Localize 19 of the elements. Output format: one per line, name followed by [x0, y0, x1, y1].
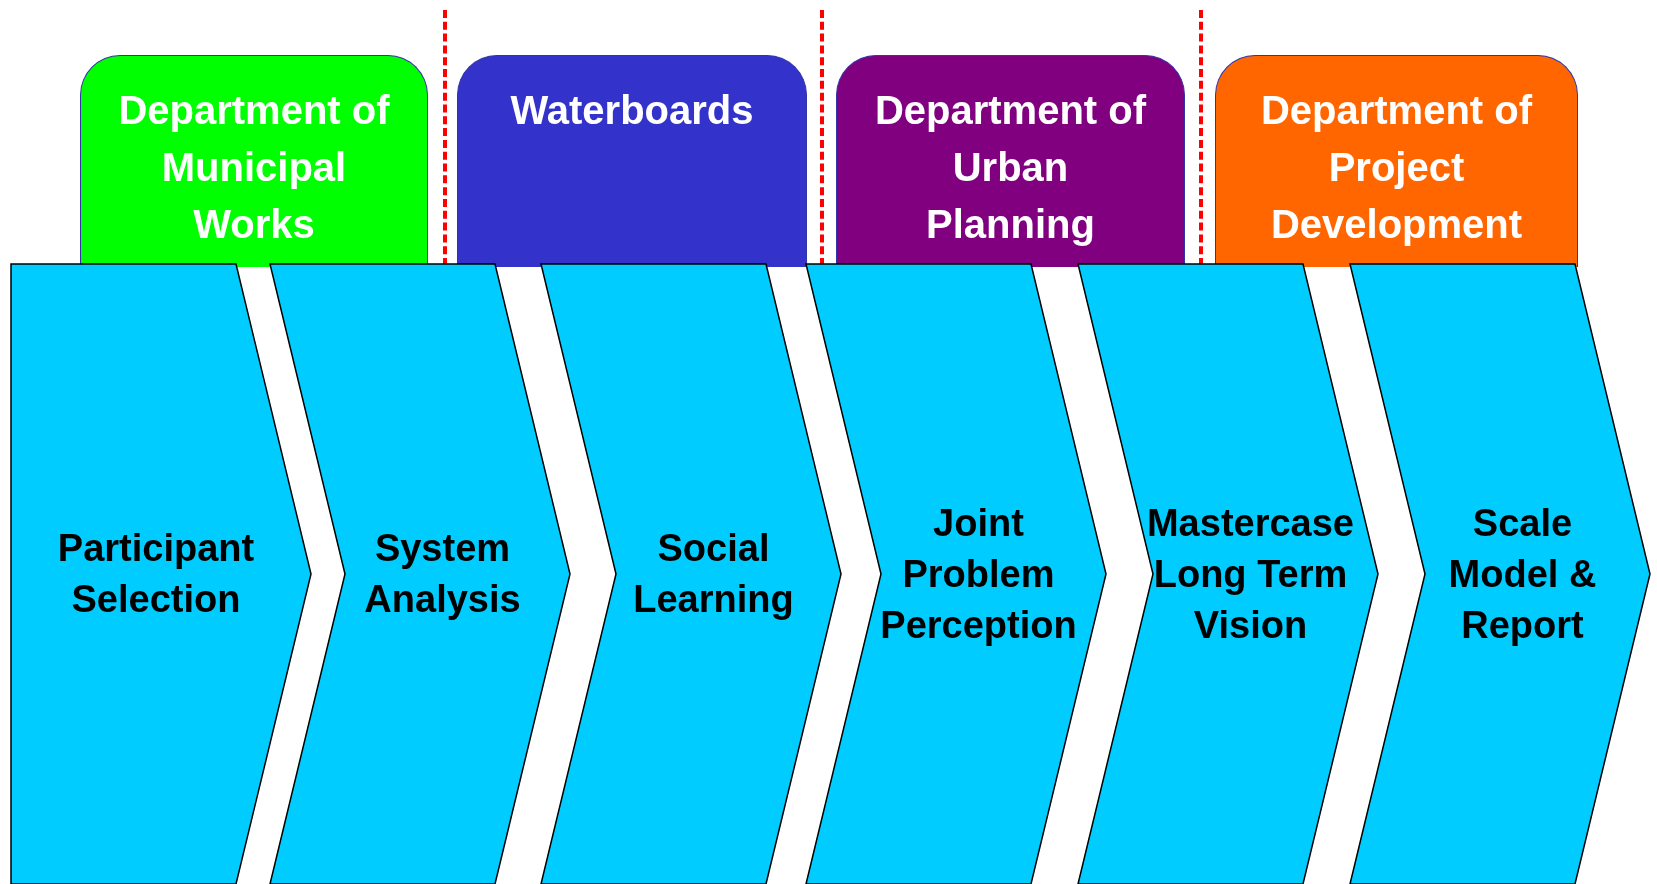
- department-title: Department of Project Development: [1259, 87, 1534, 248]
- process-step: [270, 264, 570, 884]
- process-step: [11, 264, 311, 884]
- department-tab: [80, 55, 428, 267]
- process-step: [1078, 264, 1378, 884]
- step-label: Social Learning: [632, 526, 795, 622]
- step-label: Participant Selection: [56, 526, 256, 622]
- step-label: Mastercase Long Term Vision: [1145, 500, 1355, 648]
- department-title: Department of Municipal Works: [117, 87, 391, 248]
- step-label: Scale Model & Report: [1447, 500, 1598, 648]
- process-step: [541, 264, 841, 884]
- department-tab: [1215, 55, 1578, 267]
- department-title: Waterboards: [509, 87, 755, 134]
- step-label: Joint Problem Perception: [879, 500, 1078, 648]
- department-tab: [457, 55, 807, 267]
- step-label: System Analysis: [363, 526, 522, 622]
- process-step: [806, 264, 1106, 884]
- department-tab: [836, 55, 1185, 267]
- department-title: Department of Urban Planning: [873, 87, 1148, 248]
